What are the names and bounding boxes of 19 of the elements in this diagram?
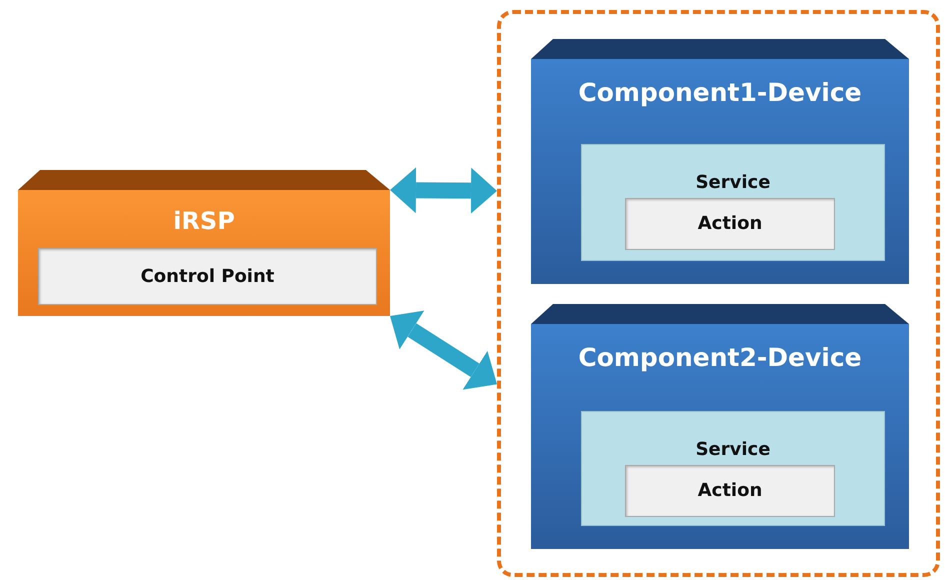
double-arrow <box>390 310 497 390</box>
box-title: iRSP <box>172 208 236 234</box>
box-title: Service <box>694 440 772 460</box>
device-box <box>531 39 909 284</box>
device-box <box>531 304 909 549</box>
action-box <box>38 248 377 305</box>
box-label: Control Point <box>140 266 274 286</box>
double-arrow <box>390 167 497 214</box>
box-label: Action <box>698 481 762 501</box>
action-box <box>625 198 835 250</box>
box-label: Action <box>698 214 762 234</box>
service-box <box>581 144 885 261</box>
box-title: Service <box>694 173 772 193</box>
service-box <box>581 411 885 526</box>
box-title: Component2-Device <box>577 344 863 372</box>
box-title: Component1-Device <box>577 79 863 106</box>
component-box <box>18 170 390 316</box>
action-box <box>625 465 835 517</box>
dashed-group-box <box>497 10 940 577</box>
